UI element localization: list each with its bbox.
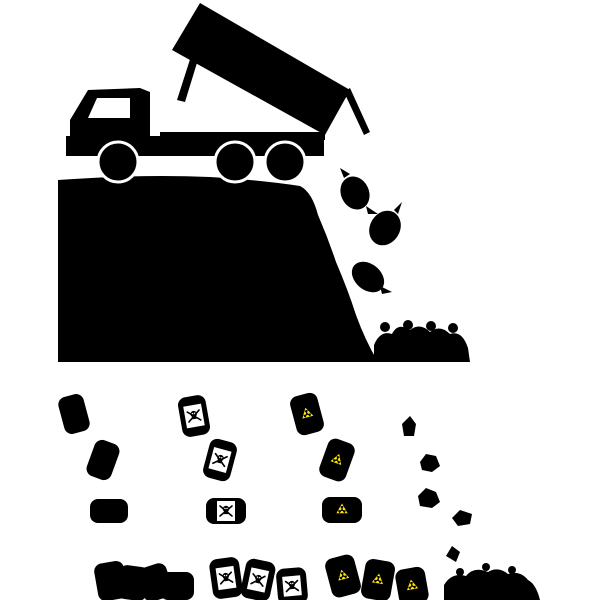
dump-truck-icon [66, 3, 370, 184]
barrel-icon [58, 394, 90, 434]
barrel-icon [90, 499, 128, 523]
truck-wheel [263, 140, 307, 184]
garbage-bag-icon [340, 168, 378, 214]
truck-wheel [96, 140, 140, 184]
garbage-bag-icon [369, 202, 402, 246]
garbage-pile [374, 320, 470, 362]
truck-bed [172, 3, 350, 135]
barrel-icon [322, 497, 362, 523]
landfill-cliff [58, 176, 378, 362]
garbage-bag-icon [351, 261, 392, 294]
barrel-cluster [209, 557, 308, 600]
barrel-icon [86, 439, 120, 481]
barrel-icon [290, 392, 324, 436]
barrel-icon [178, 395, 210, 437]
garbage-bag-icon [452, 510, 472, 526]
barrel-icon [206, 498, 246, 524]
garbage-bag-icon [418, 488, 440, 508]
garbage-bag-icon [420, 454, 440, 472]
garbage-pile [444, 563, 540, 600]
barrel-icon [319, 438, 355, 482]
garbage-bag-icon [402, 416, 416, 436]
truck-wheel [213, 140, 257, 184]
barrel-cluster [325, 554, 429, 600]
barrel-icon [203, 438, 237, 482]
barrel-cluster [94, 560, 194, 600]
garbage-bag-icon [446, 546, 460, 562]
